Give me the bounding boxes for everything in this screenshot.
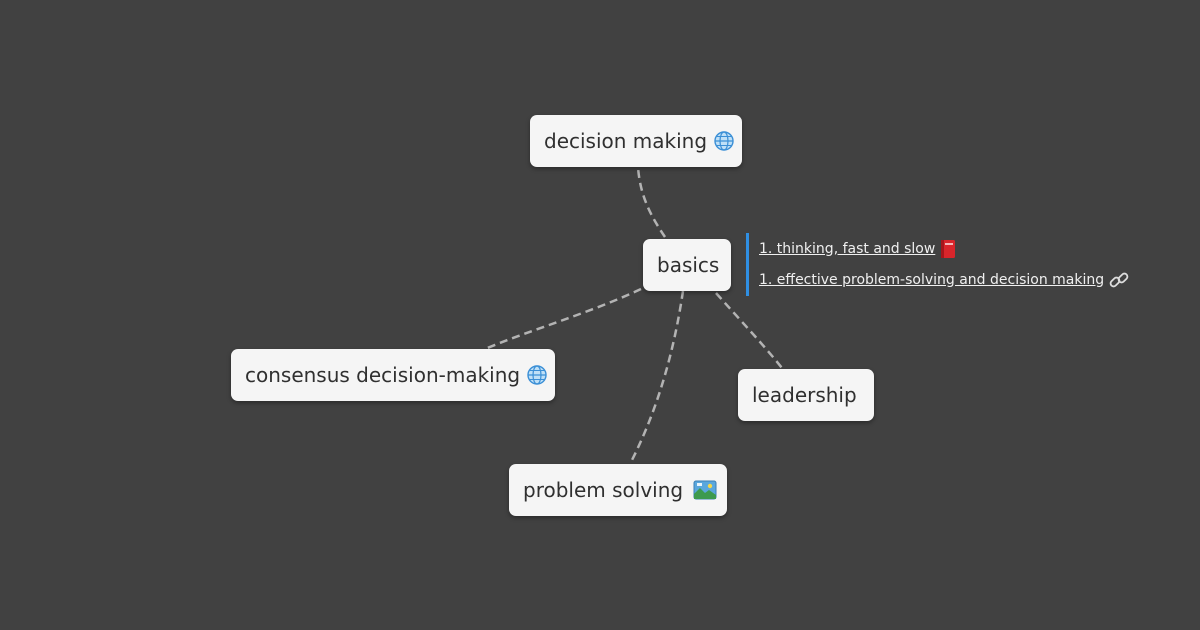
node-leadership[interactable]: leadership — [738, 369, 874, 421]
note-label: 1. effective problem-solving and decisio… — [759, 271, 1105, 288]
node-label: consensus decision-making — [245, 363, 521, 387]
node-label: basics — [657, 253, 720, 277]
node-problem-solving[interactable]: problem solving — [509, 464, 727, 516]
link-icon — [1108, 269, 1130, 291]
notes-panel: 1. thinking, fast and slow 1. effective … — [746, 233, 1130, 296]
book-icon — [939, 239, 957, 259]
node-label: decision making — [544, 129, 708, 153]
edge-basics-problem — [629, 290, 685, 463]
node-consensus-decision-making[interactable]: consensus decision-making — [231, 349, 555, 401]
globe-icon[interactable] — [526, 364, 548, 386]
node-label: leadership — [752, 383, 857, 407]
node-decision-making[interactable]: decision making — [530, 115, 742, 167]
globe-icon[interactable] — [713, 130, 735, 152]
note-label: 1. thinking, fast and slow — [759, 240, 936, 257]
node-basics[interactable]: basics — [643, 239, 731, 291]
edge-basics-decision — [636, 166, 667, 238]
edge-basics-leadership — [715, 292, 783, 369]
node-label: problem solving — [523, 478, 684, 502]
note-link-effective-problem-solving[interactable]: 1. effective problem-solving and decisio… — [759, 264, 1130, 295]
edge-basics-consensus — [484, 287, 642, 351]
note-link-thinking-fast-and-slow[interactable]: 1. thinking, fast and slow — [759, 233, 1130, 264]
map-image-icon[interactable] — [693, 480, 717, 500]
